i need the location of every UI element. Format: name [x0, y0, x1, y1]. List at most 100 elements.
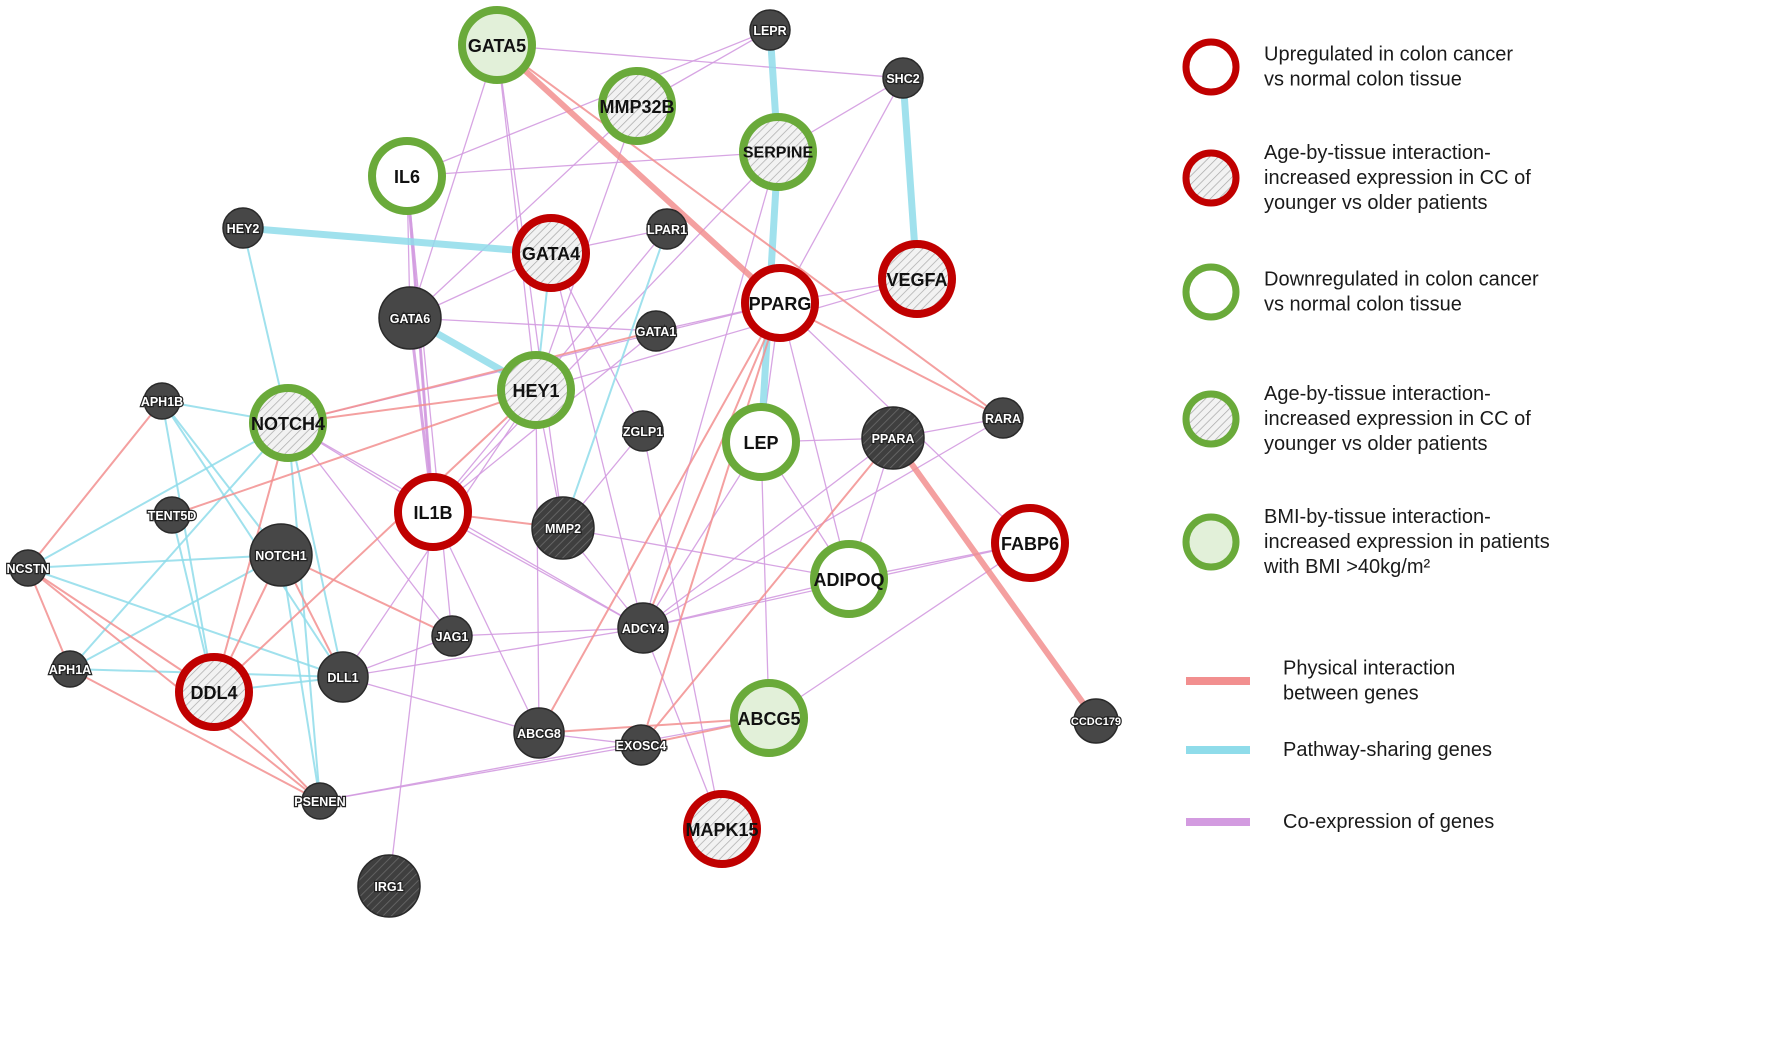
legend-text-line: Upregulated in colon cancer: [1264, 44, 1513, 66]
node-circle: [497, 351, 575, 429]
node-label: GATA4: [522, 244, 580, 264]
legend-text-line: Pathway-sharing genes: [1283, 739, 1492, 761]
node-circle: [722, 403, 800, 481]
node-circle: [683, 790, 761, 868]
edge-coexpression-notch4-jag1: [287, 422, 453, 637]
node-aph1a: APH1A: [48, 650, 92, 688]
node-circle: [431, 615, 473, 657]
node-circle: [620, 724, 662, 766]
legend-text-line: Physical interaction: [1283, 658, 1455, 680]
node-hey1: HEY1: [497, 351, 575, 429]
legend-item-age-green: Age-by-tissue interaction-increased expr…: [1182, 383, 1531, 455]
legend-symbol: [1182, 390, 1240, 448]
edge-coexpression-shc2-pparg: [779, 77, 904, 304]
legend-text-line: increased expression in patients: [1264, 531, 1550, 553]
node-label: VEGFA: [886, 270, 947, 290]
edge-coexpression-hey1-abcg8: [535, 389, 540, 734]
node-circle: [513, 707, 565, 759]
legend-item-pathway: Pathway-sharing genes: [1186, 739, 1492, 761]
edge-coexpression-jag1-adcy4: [451, 627, 644, 637]
edge-pathway-aph1a-notch1: [69, 554, 282, 670]
node-label: PPARG: [749, 294, 812, 314]
node-notch1: NOTCH1: [249, 523, 313, 587]
node-tent5d: TENT5D: [146, 496, 198, 534]
edge-coexpression-serpine-il6: [406, 151, 779, 177]
edge-coexpression-gata4-adcy4: [550, 252, 644, 629]
node-mmp2: MMP2: [531, 496, 595, 560]
node-circle: [458, 6, 536, 84]
node-circle: [882, 57, 924, 99]
node-label: FABP6: [1001, 534, 1059, 554]
node-abcg8: ABCG8: [513, 707, 565, 759]
legend-symbol: [1182, 149, 1240, 207]
node-label: NOTCH4: [251, 414, 325, 434]
node-label: MMP2: [545, 522, 581, 536]
node-label: ABCG8: [517, 727, 561, 741]
node-label: ZGLP1: [623, 425, 663, 439]
node-jag1: JAG1: [431, 615, 473, 657]
edge-physical-hey1-notch4: [287, 389, 537, 424]
node-adipoq: ADIPOQ: [810, 540, 888, 618]
node-circle: [394, 473, 472, 551]
edge-coexpression-vegfa-hey1: [535, 278, 918, 391]
node-adcy4: ADCY4: [617, 602, 669, 654]
legend-symbol: [1182, 38, 1240, 96]
edge-coexpression-gata5-mmp2: [496, 44, 564, 529]
node-label: PPARA: [872, 432, 915, 446]
node-ddl4: DDL4: [175, 653, 253, 731]
node-circle: [622, 410, 664, 452]
node-aph1b: APH1B: [140, 382, 184, 420]
node-circle: [317, 651, 369, 703]
edge-coexpression-lepr-il6: [406, 29, 771, 177]
node-serpine: SERPINE: [739, 113, 817, 191]
legend-item-bmi: BMI-by-tissue interaction-increased expr…: [1182, 506, 1550, 578]
node-circle: [531, 496, 595, 560]
edge-coexpression-gata5-shc2: [496, 44, 904, 79]
node-circle: [878, 240, 956, 318]
node-mapk15: MAPK15: [683, 790, 761, 868]
nodes-layer: GATA5LEPRSHC2MMP32BSERPINEIL6HEY2GATA4LP…: [5, 6, 1122, 918]
edge-coexpression-gata5-hey1: [496, 44, 537, 391]
node-label: DLL1: [327, 671, 358, 685]
node-label: LPAR1: [647, 223, 687, 237]
edge-coexpression-serpine-adcy4: [642, 151, 779, 629]
edge-pathway-aph1b-dll1: [161, 400, 344, 678]
node-circle: [222, 207, 264, 249]
legend-text-line: younger vs older patients: [1264, 433, 1487, 455]
node-label: JAG1: [436, 630, 469, 644]
node-shc2: SHC2: [882, 57, 924, 99]
node-zglp1: ZGLP1: [622, 410, 664, 452]
legend-text-line: Co-expression of genes: [1283, 811, 1494, 833]
edge-physical-pparg-abcg8: [538, 302, 781, 734]
node-pparg: PPARG: [741, 264, 819, 342]
edge-physical-gata5-pparg: [494, 42, 783, 306]
node-label: TENT5D: [148, 509, 197, 523]
node-label: HEY1: [512, 381, 559, 401]
edge-coexpression-il1b-irg1: [388, 511, 434, 887]
node-circle: [9, 549, 47, 587]
node-label: GATA5: [468, 36, 526, 56]
legend-text-line: with BMI >40kg/m²: [1263, 556, 1431, 578]
edge-physical-gata5-rara: [496, 44, 1004, 419]
node-label: IL1B: [413, 503, 452, 523]
node-label: ADIPOQ: [813, 570, 884, 590]
legend-symbol: [1182, 263, 1240, 321]
node-hey2: HEY2: [222, 207, 264, 249]
edge-physical-hey1-tent5d: [171, 389, 537, 516]
node-label: SHC2: [886, 72, 919, 86]
node-circle: [357, 854, 421, 918]
edge-physical-ppara-ccdc179: [890, 435, 1099, 724]
edge-coexpression-mmp2-adipoq: [562, 527, 850, 580]
edge-physical-pparg-exosc4: [640, 302, 781, 746]
node-label: NOTCH1: [255, 549, 306, 563]
node-label: GATA6: [390, 312, 431, 326]
node-label: NCSTN: [6, 562, 49, 576]
legend-text-line: Age-by-tissue interaction-: [1264, 142, 1491, 164]
node-gata1: GATA1: [634, 310, 678, 352]
edge-coexpression-zglp1-mapk15: [642, 430, 723, 830]
node-mmp32b: MMP32B: [598, 67, 676, 145]
